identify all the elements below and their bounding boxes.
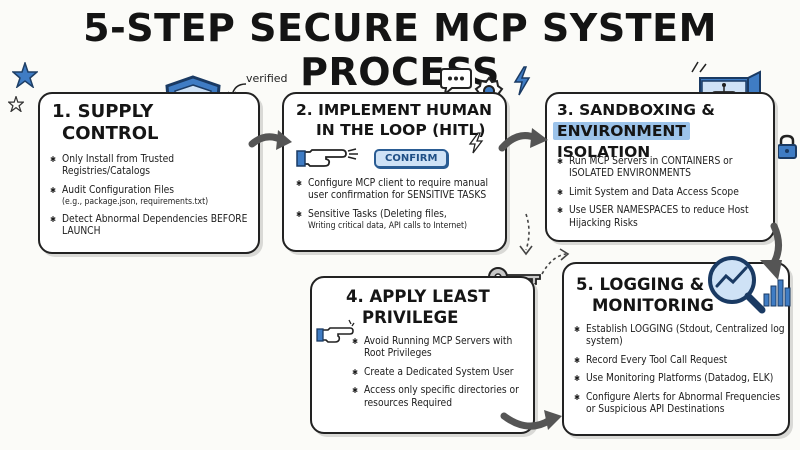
step-2-heading-line1: 2. IMPLEMENT HUMAN	[296, 101, 492, 119]
speech-bubble-icon	[440, 68, 472, 96]
step-2-heading-line2: IN THE LOOP (HITL)	[316, 121, 486, 139]
spark-lines-icon	[691, 61, 707, 73]
step-4-heading-line1: 4. APPLY LEAST	[346, 287, 490, 306]
arrow-step4-to-step5-dashed	[541, 248, 570, 275]
step-3-heading: 3. SANDBOXING & ENVIRONMENT ISOLATION	[553, 100, 773, 163]
arrow-step1-to-step2	[248, 130, 292, 150]
step-4-item: Avoid Running MCP Servers with Root Priv…	[352, 336, 532, 361]
padlock-icon	[777, 134, 797, 159]
step-3-item: Limit System and Data Access Scope	[557, 187, 771, 200]
tapping-hand-icon	[316, 319, 355, 343]
step-5-heading-line2: MONITORING	[592, 296, 714, 315]
lightning-small-icon	[468, 132, 484, 154]
arrow-step4-to-step5	[500, 410, 562, 430]
verified-label: verified	[246, 72, 288, 85]
step-5-heading: 5. LOGGING & MONITORING	[576, 274, 714, 316]
page-title: 5-STEP SECURE MCP SYSTEM PROCESS	[83, 6, 717, 94]
step-4-heading: 4. APPLY LEAST PRIVILEGE	[346, 286, 490, 328]
step-4-card: 4. APPLY LEAST PRIVILEGE Avoid Running M…	[310, 276, 535, 434]
step-2-heading: 2. IMPLEMENT HUMAN IN THE LOOP (HITL)	[296, 100, 492, 140]
step-2-list: Configure MCP client to require manual u…	[296, 178, 502, 238]
step-3-card: 3. SANDBOXING & ENVIRONMENT ISOLATION Ru…	[545, 92, 775, 242]
step-1-heading-line1: 1. SUPPLY	[52, 101, 154, 122]
step-1-list: Only Install from Trusted Registries/Cat…	[50, 154, 254, 245]
step-3-item: Use USER NAMESPACES to reduce Host Hijac…	[557, 205, 771, 230]
step-4-item: Access only specific directories or reso…	[352, 385, 532, 410]
step-4-list: Avoid Running MCP Servers with Root Priv…	[352, 336, 532, 416]
step-1-heading: 1. SUPPLY CONTROL	[52, 101, 159, 145]
star-icon	[12, 62, 38, 88]
step-5-item: Configure Alerts for Abnormal Frequencie…	[574, 392, 788, 417]
star-outline-icon	[8, 96, 24, 112]
step-1-heading-line2: CONTROL	[62, 123, 159, 144]
step-5-item: Record Every Tool Call Request	[574, 355, 788, 368]
step-3-heading-line1: 3. SANDBOXING &	[557, 101, 715, 119]
step-3-item: Run MCP Servers in CONTAINERS or ISOLATE…	[557, 156, 771, 181]
step-2-card: 2. IMPLEMENT HUMAN IN THE LOOP (HITL) CO…	[282, 92, 507, 252]
step-4-item: Create a Dedicated System User	[352, 367, 532, 380]
arrow-step2-to-step3	[498, 128, 548, 152]
step-2-item: Configure MCP client to require manual u…	[296, 178, 502, 203]
confirm-button[interactable]: CONFIRM	[374, 149, 449, 168]
arrow-step3-to-step5	[760, 222, 782, 280]
magnifier-chart-icon	[708, 256, 791, 314]
step-4-heading-line2: PRIVILEGE	[362, 308, 459, 327]
step-1-item: Detect Abnormal Dependencies BEFORE LAUN…	[50, 214, 254, 239]
lightning-icon	[513, 66, 531, 96]
step-1-item: Only Install from Trusted Registries/Cat…	[50, 154, 254, 179]
step-5-item: Use Monitoring Platforms (Datadog, ELK)	[574, 373, 788, 386]
step-5-heading-line1: 5. LOGGING &	[576, 275, 705, 294]
step-3-list: Run MCP Servers in CONTAINERS or ISOLATE…	[557, 156, 771, 236]
step-1-card: 1. SUPPLY CONTROL Only Install from Trus…	[38, 92, 260, 254]
step-5-item: Establish LOGGING (Stdout, Centralized l…	[574, 324, 788, 349]
step-1-item: Audit Configuration Files(e.g., package.…	[50, 185, 254, 208]
step-2-item: Sensitive Tasks (Deleting files,Writing …	[296, 209, 502, 232]
step-5-list: Establish LOGGING (Stdout, Centralized l…	[574, 324, 788, 422]
arrow-step2-to-step4-dashed	[519, 213, 533, 256]
step-3-heading-highlight: ENVIRONMENT	[553, 122, 690, 140]
pointing-hand-icon	[296, 148, 358, 167]
